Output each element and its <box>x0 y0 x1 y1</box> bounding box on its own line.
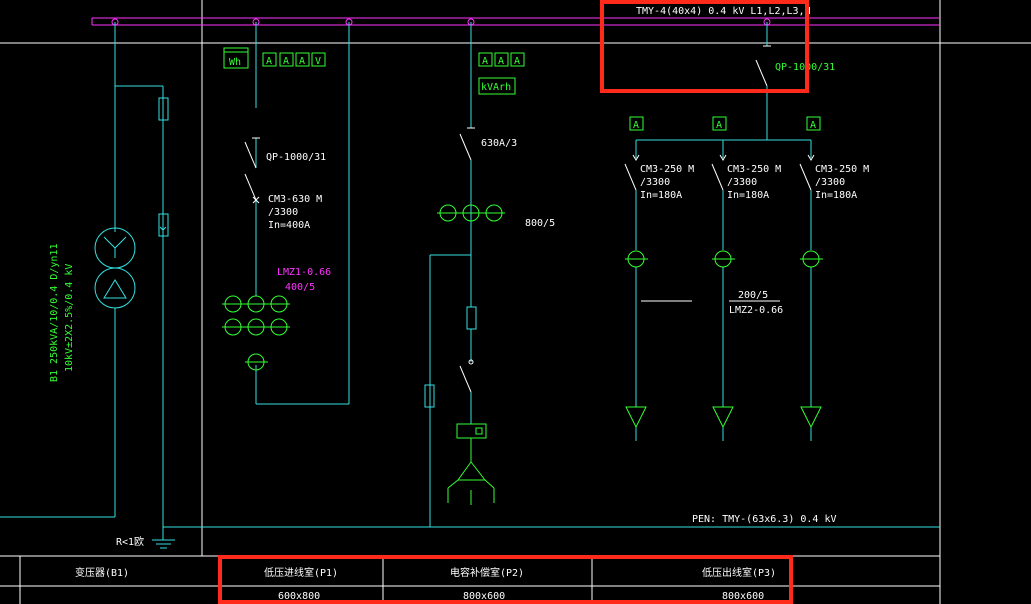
svg-text:In=180A: In=180A <box>815 190 857 201</box>
svg-text:/3300: /3300 <box>815 177 845 188</box>
capacitor-section <box>424 22 477 527</box>
wh-meter-box <box>223 47 249 69</box>
highlight-table-box <box>218 555 793 604</box>
svg-text:CM3-250 M: CM3-250 M <box>727 164 781 175</box>
svg-text:CM3-250 M: CM3-250 M <box>815 164 869 175</box>
incoming-breaker2-line3: In=400A <box>268 220 310 231</box>
svg-text:A: A <box>498 56 504 67</box>
feeder-2[interactable]: A CM3-250 M /3300 In=180A 200/5 LMZ2-0.6… <box>711 116 783 441</box>
svg-text:/3300: /3300 <box>640 177 670 188</box>
outgoing-main-breaker <box>755 45 771 87</box>
capacitor-switch-label: 630A/3 <box>481 138 517 149</box>
transformer-voltage-label: 10kV±2X2.5%/0.4 kV <box>64 264 75 372</box>
incoming-breaker1-label: QP-1000/31 <box>266 152 326 163</box>
ground-resistance-label: R<1欧 <box>116 536 144 548</box>
table-cell-p2: 电容补偿室(P2) <box>450 566 524 579</box>
table-dim-p1: 600x800 <box>278 591 320 602</box>
incoming-ct-ratio: 400/5 <box>285 282 315 293</box>
capacitor-switch <box>459 127 475 393</box>
svg-text:LMZ2-0.66: LMZ2-0.66 <box>729 305 783 316</box>
table-dim-p3: 800x600 <box>722 591 764 602</box>
incoming-breaker-qp <box>244 137 260 204</box>
svg-text:A: A <box>283 56 289 67</box>
svg-text:A: A <box>266 56 272 67</box>
svg-text:/3300: /3300 <box>727 177 757 188</box>
feeder-3[interactable]: A CM3-250 M /3300 In=180A <box>799 116 869 441</box>
busbar-label: TMY-4(40x4) 0.4 kV L1,L2,L3,N <box>636 6 811 17</box>
transformer-rating-label: B1 250kVA/10/0.4 D/yn11 <box>49 244 60 382</box>
pen-label: PEN: TMY-(63x6.3) 0.4 kV <box>692 514 837 525</box>
incoming-ct-group <box>222 295 290 371</box>
incoming-meters: A A A V <box>262 52 326 67</box>
incoming-section <box>255 22 350 405</box>
svg-text:A: A <box>299 56 305 67</box>
capacitor-ct-label: 800/5 <box>525 218 555 229</box>
wh-meter-label: Wh <box>229 57 241 68</box>
svg-text:V: V <box>315 56 321 67</box>
svg-text:In=180A: In=180A <box>640 190 682 201</box>
svg-text:A: A <box>633 120 639 131</box>
svg-text:A: A <box>514 56 520 67</box>
svg-text:kVArh: kVArh <box>481 82 511 93</box>
busbar <box>91 17 940 26</box>
highlight-busbar-box <box>600 0 809 93</box>
incoming-breaker2-line1: CM3-630 M <box>268 194 322 205</box>
svg-text:CM3-250 M: CM3-250 M <box>640 164 694 175</box>
svg-text:200/5: 200/5 <box>738 290 768 301</box>
feeder-1[interactable]: A CM3-250 M /3300 In=180A <box>624 116 694 441</box>
table-cell-p3: 低压出线室(P3) <box>702 566 776 579</box>
svg-text:In=180A: In=180A <box>727 190 769 201</box>
svg-text:A: A <box>810 120 816 131</box>
capacitor-ct <box>437 204 505 505</box>
incoming-breaker2-line2: /3300 <box>268 207 298 218</box>
capacitor-meters: A A A kVArh <box>478 52 525 95</box>
svg-text:A: A <box>716 120 722 131</box>
table-cell-transformer: 变压器(B1) <box>75 566 129 579</box>
transformer-section <box>0 22 940 549</box>
svg-text:A: A <box>482 56 488 67</box>
table-dim-p2: 800x600 <box>463 591 505 602</box>
incoming-ct-model: LMZ1-0.66 <box>277 267 331 278</box>
table-cell-p1: 低压进线室(P1) <box>264 566 338 579</box>
outgoing-section <box>636 22 811 141</box>
